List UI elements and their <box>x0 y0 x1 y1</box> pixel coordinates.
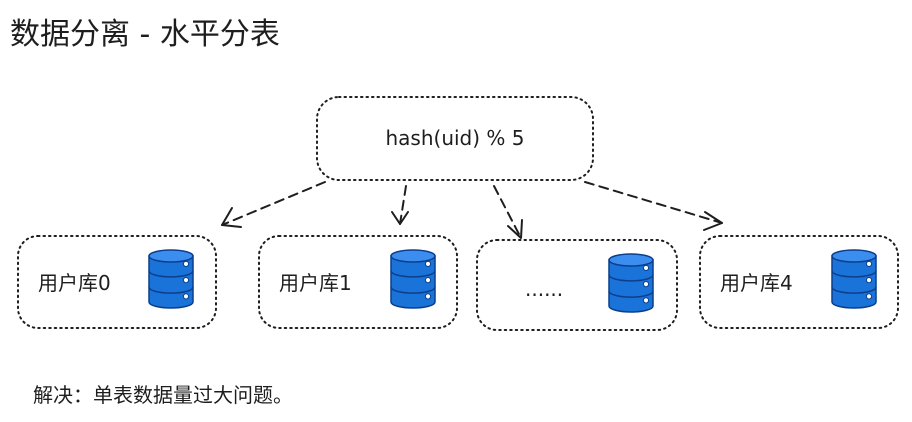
shard-0-border <box>17 235 217 329</box>
hash-node-label: hash(uid) % 5 <box>385 126 524 150</box>
edge-to-shard-0 <box>221 181 326 226</box>
shard-1: 用户库1 <box>258 235 458 329</box>
shard-4-label: 用户库4 <box>720 271 793 295</box>
shard-4-border <box>699 235 899 329</box>
database-ring-1 <box>831 286 877 294</box>
database-led-1 <box>182 277 190 284</box>
arrow-head-shard-0 <box>221 207 242 228</box>
database-led-1 <box>642 281 650 288</box>
database-ring-0 <box>148 270 194 278</box>
database-led-0 <box>182 260 190 268</box>
database-ring-1 <box>148 286 194 294</box>
database-led-2 <box>865 293 873 300</box>
hash-node: hash(uid) % 5 <box>316 96 594 181</box>
database-body <box>148 255 194 309</box>
shard-1-label: 用户库1 <box>279 271 352 295</box>
shard-0: 用户库0 <box>17 235 217 329</box>
edge-to-shard-4 <box>584 181 723 224</box>
footer-note: 解决：单表数据量过大问题。 <box>33 383 293 407</box>
arrow-head-shard-4 <box>703 211 723 231</box>
database-led-1 <box>424 277 432 284</box>
shard-2-border <box>476 239 678 331</box>
database-ring-0 <box>831 270 877 278</box>
shard-1-border <box>258 235 458 329</box>
database-led-1 <box>865 277 873 284</box>
database-icon <box>390 249 436 309</box>
database-icon <box>608 253 654 313</box>
database-led-0 <box>424 260 432 268</box>
database-top <box>390 249 436 263</box>
arrow-head-shard-1 <box>391 211 409 225</box>
database-top <box>831 249 877 263</box>
page-title: 数据分离 - 水平分表 <box>10 17 280 52</box>
arrow-head-shard-2 <box>507 219 523 239</box>
edge-to-shard-2 <box>493 185 522 239</box>
database-top <box>148 249 194 263</box>
database-body <box>390 255 436 309</box>
shard-0-label: 用户库0 <box>38 271 111 295</box>
database-body <box>831 255 877 309</box>
database-ring-0 <box>390 270 436 278</box>
database-ring-1 <box>608 290 654 298</box>
database-ring-1 <box>390 286 436 294</box>
shard-2: ...... <box>476 239 678 331</box>
database-icon <box>148 249 194 309</box>
shard-4: 用户库4 <box>699 235 899 329</box>
database-led-2 <box>424 293 432 300</box>
edge-to-shard-1 <box>399 185 407 225</box>
database-body <box>608 259 654 313</box>
database-led-0 <box>865 260 873 268</box>
database-led-2 <box>642 297 650 304</box>
database-led-0 <box>642 264 650 272</box>
shard-2-label: ...... <box>525 277 563 301</box>
database-led-2 <box>182 293 190 300</box>
database-top <box>608 253 654 267</box>
database-ring-0 <box>608 274 654 282</box>
edges <box>221 181 723 239</box>
database-icon <box>831 249 877 309</box>
hash-node-border <box>316 96 594 181</box>
